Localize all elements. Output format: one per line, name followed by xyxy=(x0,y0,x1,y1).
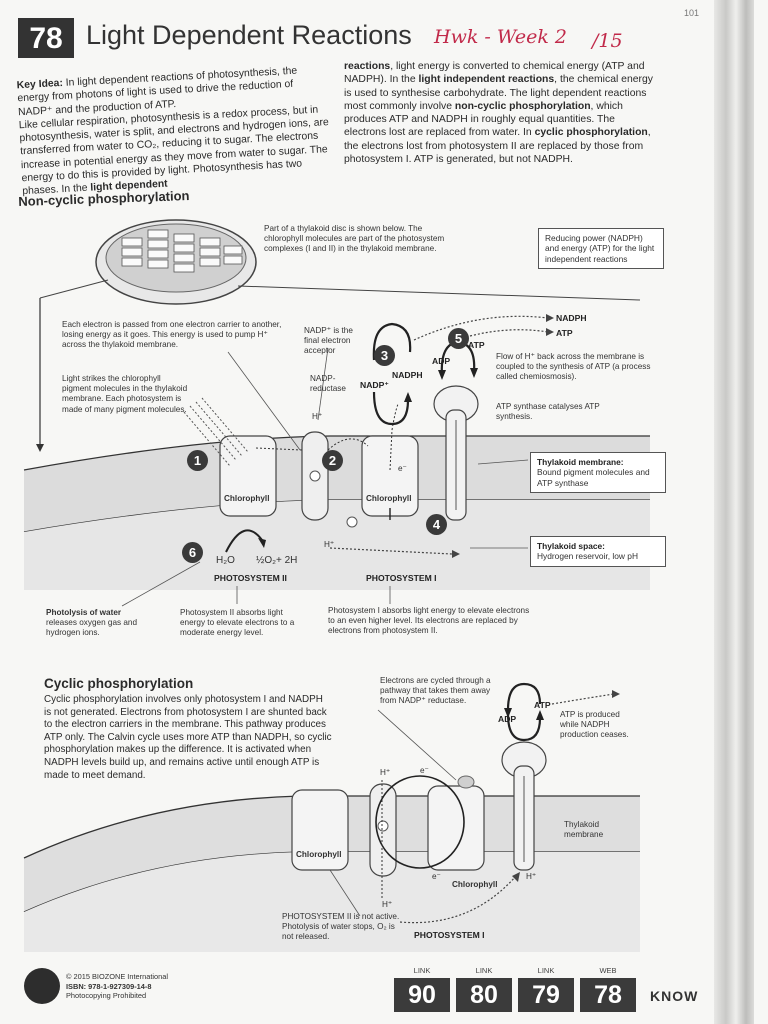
flow-h-label: Flow of H⁺ back across the membrane is c… xyxy=(496,352,651,382)
handwritten-note: Hwk - Week 2 xyxy=(434,26,567,48)
reducing-power-box: Reducing power (NADPH) and energy (ATP) … xyxy=(538,228,664,270)
binding-edge xyxy=(714,0,754,1024)
ps2-absorbs-label: Photosystem II absorbs light energy to e… xyxy=(180,608,295,638)
cyclic-atp-label: ATP xyxy=(534,700,551,710)
cyclic-photosystem-i-label: PHOTOSYSTEM I xyxy=(414,930,485,940)
electron-carrier-label: Each electron is passed from one electro… xyxy=(62,320,282,350)
text-run: , the electrons lost from photosystem II… xyxy=(344,127,651,166)
link-label-2: LINK xyxy=(475,966,493,975)
cyclic-thylakoid-membrane-label: Thylakoid membrane xyxy=(564,820,604,840)
step-1-badge: 1 xyxy=(187,450,208,471)
cyclic-heading: Cyclic phosphorylation xyxy=(44,676,194,691)
atp-synthase-label: ATP synthase catalyses ATP synthesis. xyxy=(496,402,600,422)
ps2-inactive-note: PHOTOSYSTEM II is not active. Photolysis… xyxy=(282,912,400,942)
link-tile-79[interactable]: 79 xyxy=(518,978,574,1012)
web-label: WEB xyxy=(599,966,617,975)
step-4-badge: 4 xyxy=(426,514,447,535)
web-tile-78[interactable]: 78 xyxy=(580,978,636,1012)
water-equation-left: H₂O xyxy=(216,555,235,566)
cyclic-e-top: e⁻ xyxy=(420,766,429,775)
nadph-output-label: NADPH xyxy=(556,313,587,323)
nadp-acceptor-label: NADP⁺ is the final electron acceptor xyxy=(304,326,353,356)
h-plus-space-label: H⁺ xyxy=(324,540,335,549)
cyclic-chlorophyll-right: Chlorophyll xyxy=(452,880,498,889)
text-run: , light energy is converted to chemical … xyxy=(344,61,645,86)
chloroplast-illustration xyxy=(95,219,257,305)
cycled-electrons-label: Electrons are cycled through a pathway t… xyxy=(380,676,491,706)
chapter-badge: 78 xyxy=(18,18,74,58)
light-strikes-label: Light strikes the chlorophyll pigment mo… xyxy=(62,374,188,414)
link-label-1: LINK xyxy=(413,966,431,975)
step-2-badge: 2 xyxy=(322,450,343,471)
step-6-badge: 6 xyxy=(182,542,203,563)
bold-term: cyclic phosphorylation xyxy=(534,127,648,139)
biozone-logo xyxy=(24,968,60,1004)
bold-term: reactions xyxy=(344,61,391,72)
thylakoid-intro-label: Part of a thylakoid disc is shown below.… xyxy=(264,224,445,254)
link-label-3: LINK xyxy=(537,966,555,975)
link-tile-90[interactable]: 90 xyxy=(394,978,450,1012)
atp-label: ATP xyxy=(468,340,485,350)
page-number: 101 xyxy=(684,8,700,18)
step-3-badge: 3 xyxy=(374,345,395,366)
step-5-badge: 5 xyxy=(448,328,469,349)
cyclic-chlorophyll-left: Chlorophyll xyxy=(296,850,342,859)
ps1-absorbs-label: Photosystem I absorbs light energy to el… xyxy=(328,606,530,636)
chlorophyll-ps2-label: Chlorophyll xyxy=(224,494,270,503)
thylakoid-space-box: Thylakoid space:Hydrogen reservoir, low … xyxy=(530,536,666,567)
chlorophyll-ps1-label: Chlorophyll xyxy=(366,494,412,503)
nadph-label: NADPH xyxy=(392,370,423,380)
handwritten-score: /15 xyxy=(592,30,623,52)
atp-produced-label: ATP is produced while NADPH production c… xyxy=(560,710,629,740)
cyclic-h-plus-right: H⁺ xyxy=(526,872,537,881)
photosystem-i-label: PHOTOSYSTEM I xyxy=(366,573,437,583)
intro-right-column: reactions, light energy is converted to … xyxy=(344,60,656,166)
know-label: KNOW xyxy=(650,988,699,1004)
link-tile-80[interactable]: 80 xyxy=(456,978,512,1012)
h-plus-top-label: H⁺ xyxy=(312,412,323,421)
cyclic-h-plus-top: H⁺ xyxy=(380,768,391,777)
thylakoid-membrane-box: Thylakoid membrane:Bound pigment molecul… xyxy=(530,452,666,494)
cyclic-adp-label: ADP xyxy=(498,714,517,724)
cyclic-e-bottom: e⁻ xyxy=(432,872,441,881)
adp-label: ADP xyxy=(432,356,451,366)
atp-output-label: ATP xyxy=(556,328,573,338)
water-equation-right: ½O₂+ 2H xyxy=(256,555,298,566)
bold-term: light independent reactions xyxy=(418,74,555,86)
text-run: , which produces ATP and NADPH in roughl… xyxy=(344,100,623,139)
photosystem-ii-label: PHOTOSYSTEM II xyxy=(214,573,287,583)
page-title: Light Dependent Reactions xyxy=(86,20,412,50)
nadp-reductase-label: NADP-reductase xyxy=(310,374,346,394)
footer-copyright: © 2015 BIOZONE International ISBN: 978-1… xyxy=(66,972,168,1001)
cyclic-h-plus-bottom: H⁺ xyxy=(382,900,393,909)
nadp-plus-label: NADP⁺ xyxy=(360,380,389,390)
e-minus-label: e⁻ xyxy=(398,464,407,473)
text-run: , the chemical energy is used to synthes… xyxy=(344,74,653,112)
cyclic-body: Cyclic phosphorylation involves only pho… xyxy=(44,694,332,781)
bold-term: non-cyclic phosphorylation xyxy=(454,100,591,112)
